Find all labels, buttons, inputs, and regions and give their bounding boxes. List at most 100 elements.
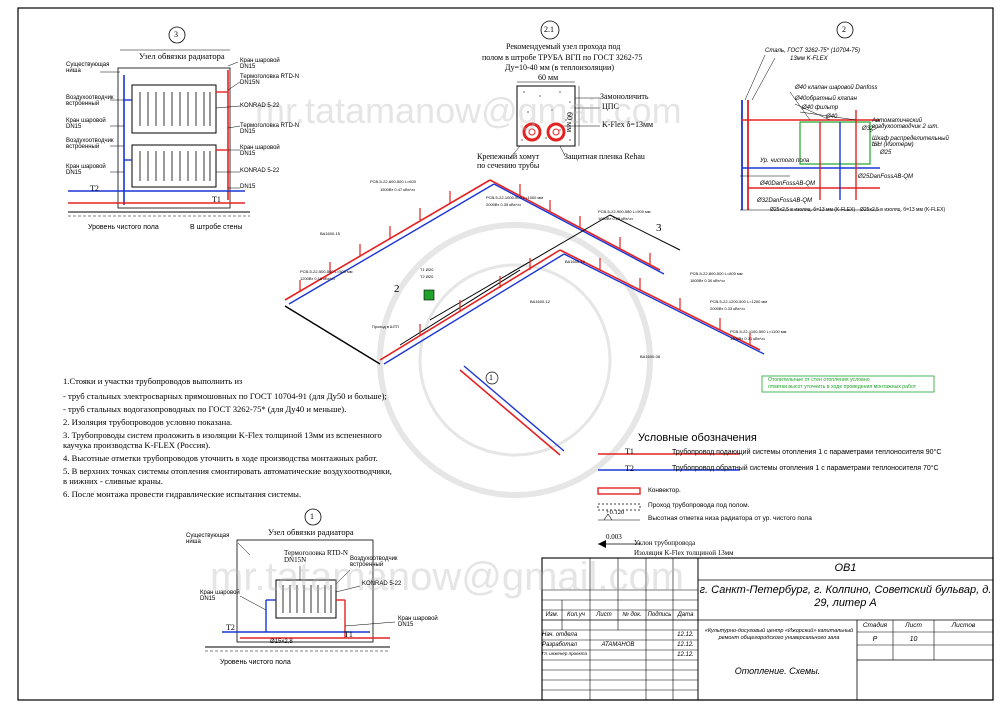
tb-header-list: Лист	[596, 612, 612, 618]
note-3a: каучука производства K-FLEX (Россия).	[63, 440, 211, 450]
s1-ball-valve-right: Кран шаровой DN15	[398, 616, 438, 628]
section-2-1-badge: 2.1	[544, 25, 554, 34]
tb-stage-label: Стадия	[862, 622, 888, 629]
tb-row-role: Разработал	[542, 642, 577, 648]
s3-thermostat-top: Термоголовка RTD-N DN15N	[240, 74, 300, 86]
s3-thermostat-mid: Термоголовка RTD-N DN15	[240, 123, 300, 135]
title-block-grid	[541, 557, 994, 701]
s3-ball-valve-top-right: Кран шаровой DN15	[240, 58, 280, 70]
s21-title-2: полом в штробе ТРУБА ВГП по ГОСТ 3262-75	[482, 53, 643, 62]
s3-ball-valve-left-top: Кран шаровой DN15	[66, 118, 106, 130]
note-4: 4. Высотные отметки трубопроводов уточни…	[63, 453, 378, 463]
s2-danfoss-1: Ø40DanFossAB-QM	[760, 181, 816, 187]
legend-floor-pass: Проход трубопровода под полом.	[648, 502, 750, 509]
axon-label: BA1600-08	[640, 354, 661, 359]
axon-label: PCB-5-22-500-500 L=500 мм	[300, 269, 353, 274]
note-2: 2. Изоляция трубопроводов условно показа…	[63, 417, 233, 427]
section-3-title: Узел обвязки радиатора	[139, 51, 225, 61]
s3-dn15: DN15	[240, 184, 256, 190]
s21-label-kflex: K-Flex δ=13мм	[602, 120, 654, 129]
section-1-title: Узел обвязки радиатора	[268, 527, 354, 537]
tb-header-izm: Изм.	[545, 612, 559, 618]
s3-air-vent-bottom: Воздухоотводчик встроенный	[66, 138, 114, 150]
s1-ball-valve-left: Кран шаровой DN15	[200, 590, 240, 602]
s3-floor-level: Уровень чистого пола	[88, 224, 159, 231]
section-2-1-drawing	[509, 20, 600, 159]
s3-existing-niche: Существующая ниша	[66, 62, 110, 74]
tb-header-sign: Подпись	[647, 612, 672, 618]
axonometric-scheme	[284, 179, 935, 456]
legend-elev-value: +0.120	[606, 509, 625, 516]
axon-label: BA1600-12	[530, 299, 551, 304]
s21-title-3: Ду=10-40 мм (в теплоизоляции)	[505, 63, 614, 72]
s2-return-valve: Ø40обратный клапан	[795, 96, 857, 102]
s21-label-cps: ЦПС	[602, 102, 619, 111]
s3-t1: T1	[212, 195, 221, 204]
axon-label: 1800Вт 0.30 кВт/чч	[690, 278, 725, 283]
axon-label: 2000Вт 0.33 кВт/чч	[710, 306, 745, 311]
axon-label: T2 Ø20	[420, 274, 434, 279]
tb-row-date: 12.12.	[677, 632, 694, 638]
axon-label: PCB-5-22-1200-500 L=1200 мм	[710, 299, 767, 304]
axon-label: PCB-5-22-1000-500 L=1000 мм	[486, 195, 543, 200]
s2-filter: Ø40 фильтр	[802, 105, 839, 111]
s21-dim-60-side: 60 мм	[565, 112, 574, 133]
section-3-badge: 3	[174, 30, 178, 39]
riser-label-2: 2	[394, 283, 400, 295]
s2-kflex-note-1: Ø25х2,5 в изоляц. б=13 мм (K-FLEX)	[770, 207, 856, 213]
axon-label: Проход в ШТП	[372, 324, 400, 329]
axon-label: 2000Вт 0.35 кВт/чч	[486, 202, 521, 207]
axon-label: T1 Ø20	[420, 267, 434, 272]
tb-sheets-label: Листов	[951, 622, 976, 629]
riser-label-1: 1	[489, 373, 493, 382]
tb-row-date: 12.12.	[677, 642, 694, 648]
s2-d25: Ø25	[880, 150, 892, 156]
legend-title: Условные обозначения	[638, 432, 757, 444]
s21-label-clamp-1: Крепежный хомут	[477, 152, 540, 161]
axon-label: PCB-5-22-800-500 L=800 мм	[690, 271, 743, 276]
tb-sheet-value: 10	[909, 636, 918, 643]
tb-row-name: АТАМАНОВ	[601, 642, 635, 648]
legend-konvektor: Конвектор.	[648, 487, 681, 494]
axon-label: 1200Вт 0.18 кВт/чч	[300, 276, 335, 281]
tb-row-role: Нач. отдела	[542, 632, 578, 638]
axon-label: 1500Вт 0.47 кВт/чч	[380, 187, 415, 192]
s1-air-vent: Воздухоотводчик встроенный	[350, 556, 398, 568]
legend-t2-code: T2	[625, 464, 634, 473]
tb-row-role: Гл. инженер проекта	[542, 651, 587, 656]
tb-code: ОВ1	[834, 562, 857, 574]
s1-konrad: KONRAD 5-22	[362, 581, 402, 587]
axon-label: 1900Вт 0.31 кВт/чч	[730, 336, 765, 341]
legend-slope-text: Уклон трубопровода	[634, 539, 696, 547]
tb-drawing-name: Отопление. Схемы.	[734, 666, 821, 676]
s2-danfoss-2: Ø25DanFossAB-QM	[858, 174, 914, 180]
note-6: 6. После монтажа провести гидравлические…	[63, 489, 302, 499]
s3-konrad-top: KONRAD 5-22	[240, 103, 280, 109]
legend-elev-text: Высотная отметка низа радиатора от ур. ч…	[648, 515, 812, 522]
note-5a: в нижних - сливные краны.	[63, 476, 163, 486]
axon-label: PCB-5-22-1100-500 L=1100 мм	[730, 329, 787, 334]
axon-label: PCB-5-22-600-500 L=600	[370, 179, 416, 184]
axon-label: BA1600-15	[320, 231, 341, 236]
note-1: 1.Стояки и участки трубопроводов выполни…	[63, 376, 243, 386]
tb-stage-value: Р	[872, 636, 878, 643]
axon-label: 1600Вт 0.28 кВт/чч	[598, 216, 633, 221]
axon-label: PCB-5-22-900-580 L=900 мм	[598, 209, 651, 214]
note-5: 5. В верхних точках системы отопления см…	[63, 466, 392, 476]
green-note-1: Отопительные от стен отопления условно	[768, 377, 870, 383]
section-3-drawing	[68, 26, 250, 217]
s2-kflex-label: 13мм K-FLEX	[790, 56, 828, 62]
s1-t2: T2	[226, 623, 235, 632]
s1-pipe-size: Ø15х2,8	[270, 639, 293, 645]
s2-steel-label: Сталь, ГОСТ 3262-75* (10704-75)	[765, 48, 860, 54]
section-2-drawing	[740, 21, 881, 211]
s2-d40: Ø40	[826, 114, 838, 120]
s2-kflex-note-2: Ø25х2,5 в изоляц. б=13 мм (K-FLEX)	[860, 207, 946, 213]
s1-floor-level: Уровень чистого пола	[220, 659, 291, 666]
tb-object-name: «Культурно-досуговый центр «Ижорский» ка…	[704, 628, 854, 641]
legend-graphics	[597, 453, 740, 548]
s21-label-clamp-2: по сечению трубы	[477, 161, 540, 170]
s2-ball-dist: Шкаф распределительный ШН (Изотерм)	[872, 136, 949, 148]
section-1-drawing	[205, 508, 396, 652]
